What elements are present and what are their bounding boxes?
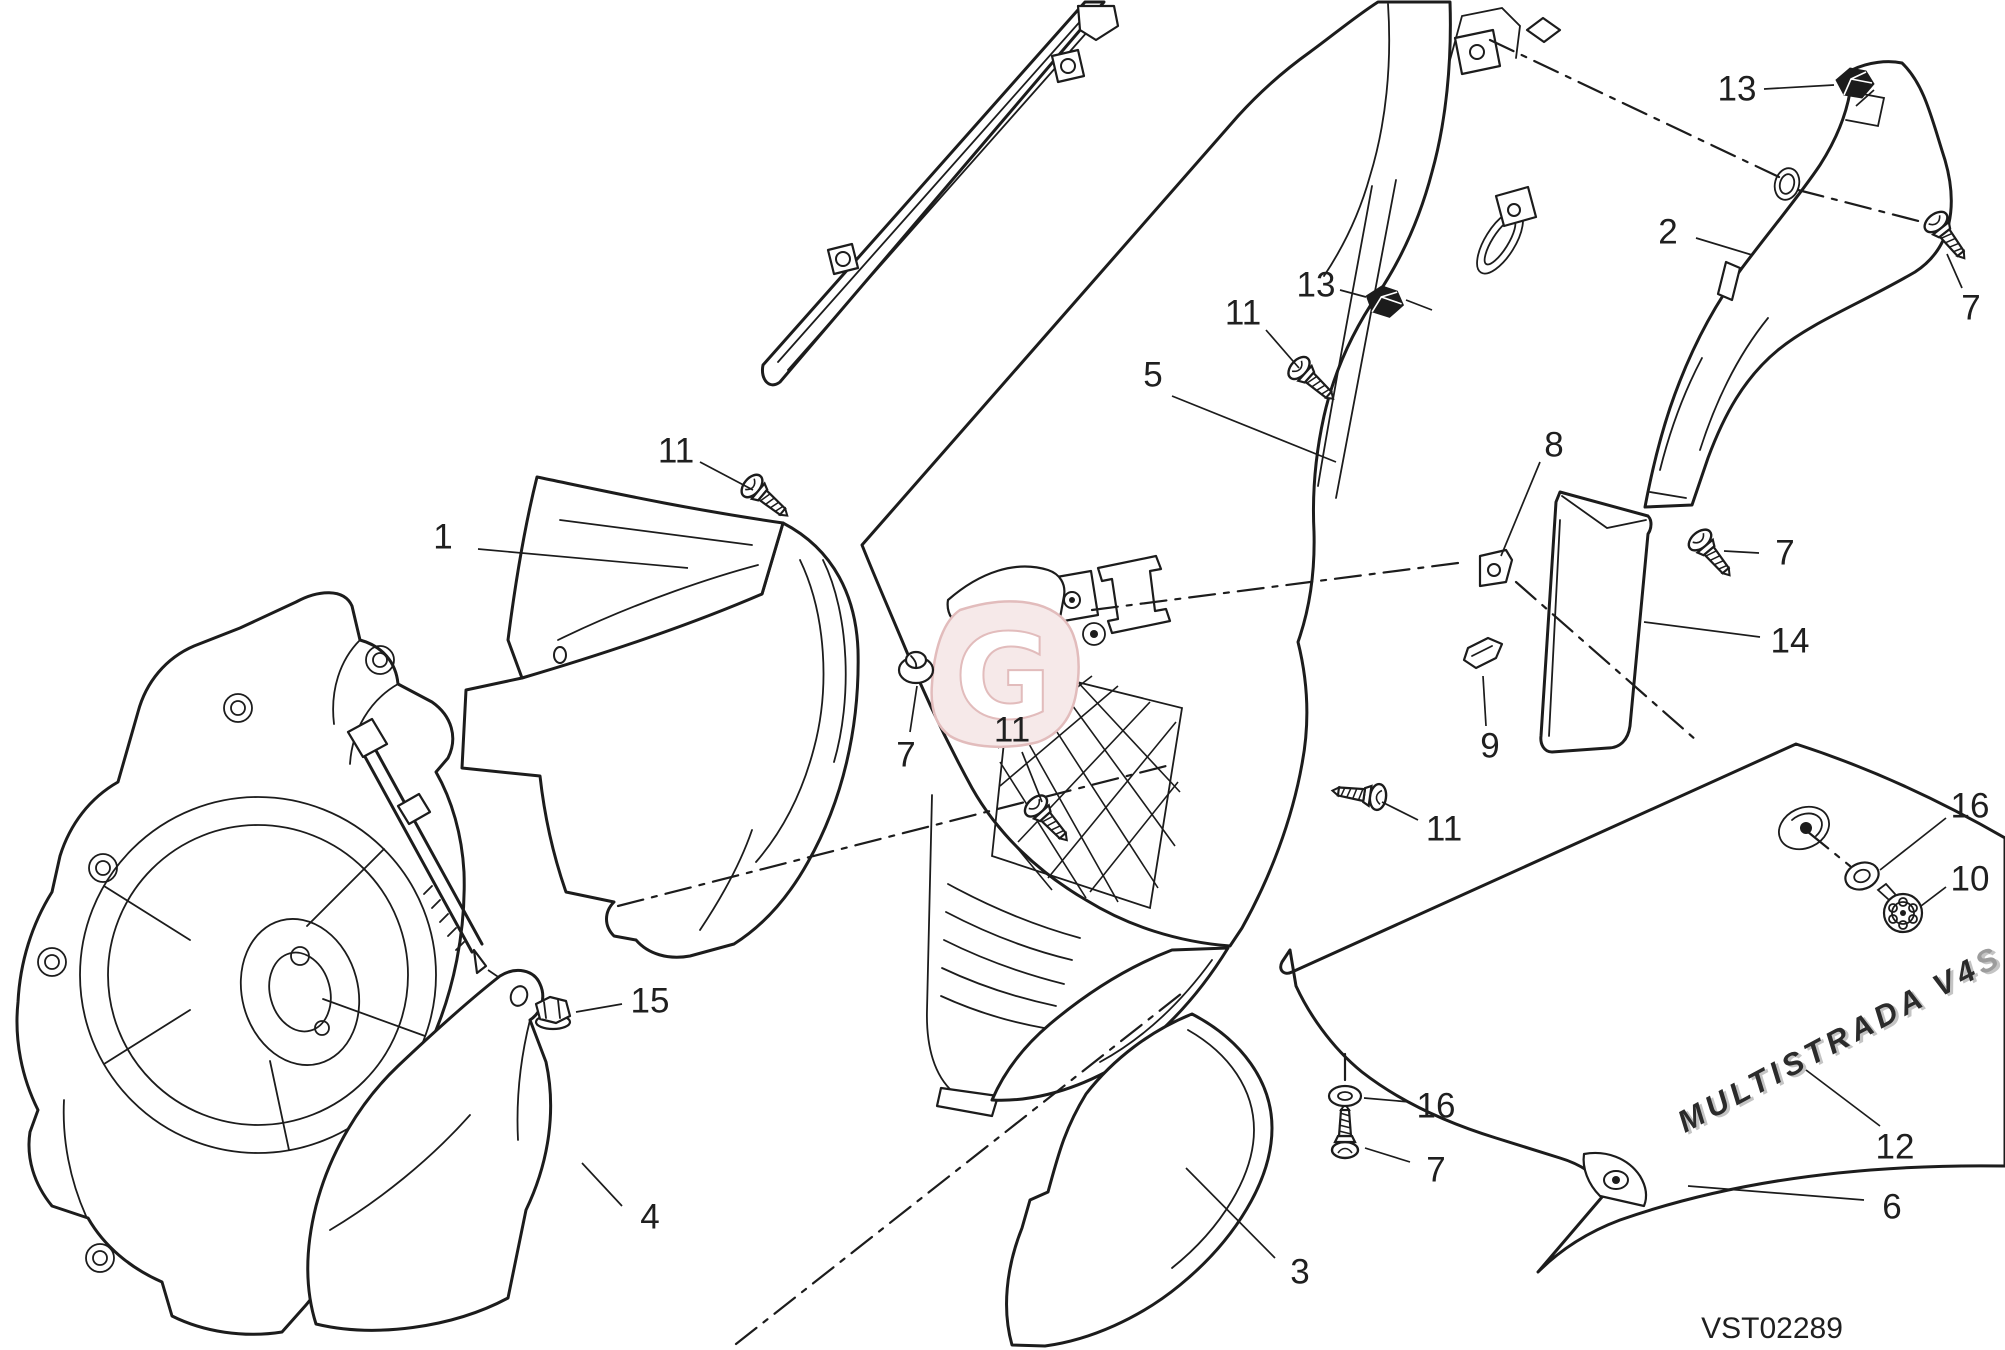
part-callout-4: 4 [640, 1198, 659, 1237]
part-14-pad [1539, 490, 1653, 754]
callout-leader-8 [1500, 461, 1541, 557]
callout-leader-10 [1920, 886, 1947, 907]
part-callout-11c: 11 [994, 711, 1030, 750]
clip-8-icon [1478, 548, 1514, 588]
callout-leader-7d [1364, 1147, 1411, 1163]
part-callout-11d: 11 [1426, 810, 1462, 849]
clip-9-icon [1462, 636, 1504, 670]
callout-leader-11d [1381, 801, 1419, 821]
callout-leader-12 [1805, 1069, 1881, 1127]
part-callout-14: 14 [1771, 622, 1810, 661]
part-callout-7c: 7 [896, 736, 915, 775]
top-trim-strip [760, 0, 1120, 387]
part-callout-16a: 16 [1951, 787, 1990, 826]
callout-leader-1 [477, 548, 689, 569]
part-2-right-trim [1643, 60, 1953, 509]
watermark-letter: G [955, 608, 1052, 746]
part-callout-7d: 7 [1426, 1151, 1445, 1190]
callout-leader-13a [1763, 84, 1835, 90]
callout-leader-7b [1723, 550, 1760, 554]
part-callout-7b: 7 [1775, 534, 1794, 573]
callout-leader-15 [575, 1003, 623, 1013]
part-callout-9: 9 [1480, 727, 1499, 766]
callout-leader-6 [1687, 1185, 1865, 1201]
part-callout-3: 3 [1290, 1253, 1309, 1292]
part-callout-2: 2 [1658, 213, 1677, 252]
vent-ribs [940, 883, 1081, 1029]
part-callout-1: 1 [433, 518, 452, 557]
windshield-bracket-hardware [1449, 7, 1562, 76]
part-3-lower-deflector [1005, 1012, 1274, 1348]
callout-leader-11c [1021, 751, 1043, 803]
alignment-lines [616, 38, 1932, 1346]
callout-leader-16b [1363, 1097, 1411, 1103]
callout-leader-9 [1482, 675, 1487, 727]
part-1-left-fairing [460, 475, 860, 959]
part-callout-15: 15 [631, 982, 670, 1021]
callout-leader-13b [1339, 289, 1367, 298]
screw-icon-11d [1329, 776, 1389, 813]
nut-icon-15 [534, 995, 572, 1031]
part-callout-12: 12 [1876, 1128, 1915, 1167]
part-callout-13a: 13 [1718, 70, 1757, 109]
part-callout-13b: 13 [1297, 266, 1336, 305]
callout-leader-2 [1695, 237, 1753, 256]
callout-leader-16a [1879, 817, 1947, 871]
part-callout-5: 5 [1143, 356, 1162, 395]
part-callout-10: 10 [1951, 860, 1990, 899]
screw-icon-7d [1330, 1102, 1360, 1160]
washer-icon-16a [1844, 861, 1880, 891]
callout-leader-3 [1185, 1167, 1276, 1259]
part-callout-6: 6 [1882, 1188, 1901, 1227]
callout-leader-7a [1946, 253, 1963, 289]
screw-washer-icon-7c [897, 650, 935, 685]
part-callout-11a: 11 [658, 432, 694, 471]
catalog-watermark: G [930, 600, 1080, 749]
panel-mount-ear [1582, 1151, 1648, 1208]
callout-leader-5 [1171, 395, 1337, 463]
callout-leader-11a [699, 461, 754, 491]
plate-code: VST02289 [1701, 1312, 1843, 1345]
part-callout-8: 8 [1544, 426, 1563, 465]
callout-leader-11b [1265, 329, 1300, 369]
screw-icon-7b [1683, 524, 1741, 585]
part-callout-11b: 11 [1225, 294, 1261, 333]
panel-screw-hole [1778, 805, 1830, 851]
torx-screw-icon-10 [1876, 882, 1924, 934]
callout-leader-7c [909, 685, 918, 733]
fasteners [534, 67, 1976, 1160]
part-callout-16b: 16 [1417, 1087, 1456, 1126]
washer-icon-16b [1327, 1084, 1363, 1108]
part-callout-7a: 7 [1961, 289, 1980, 328]
mesh-grille [991, 664, 1184, 910]
engine-cover-bolt-bosses [37, 645, 395, 1273]
callout-leader-4 [581, 1162, 623, 1207]
callout-leader-14 [1643, 621, 1761, 638]
